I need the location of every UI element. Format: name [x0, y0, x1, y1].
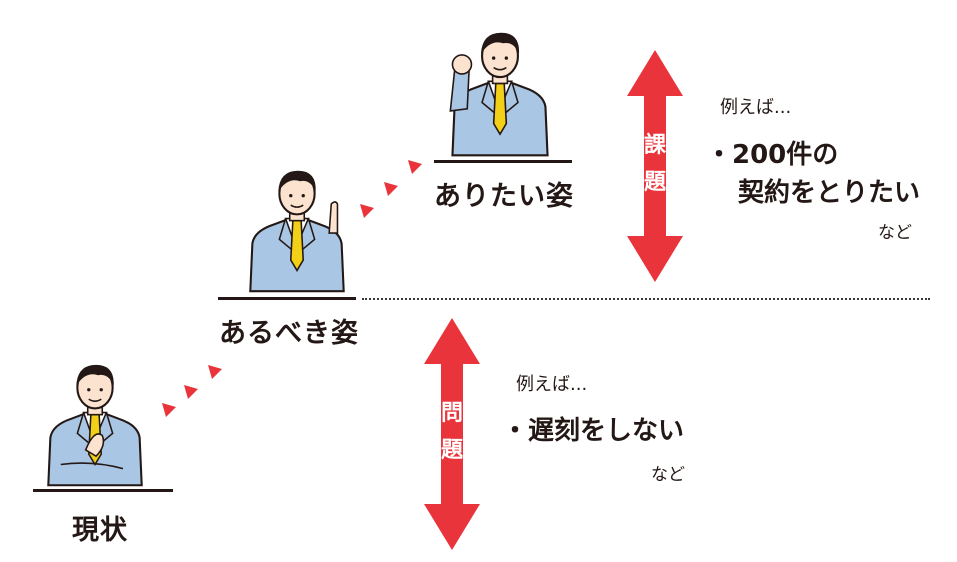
- want-to-be-label: ありたい姿: [434, 181, 574, 212]
- problem-example-heading: 例えば...: [516, 374, 588, 395]
- want-to-be-platform: [434, 160, 572, 163]
- problem-arrow-char-2: 題: [440, 438, 463, 463]
- issue-arrow-char-2: 題: [643, 170, 666, 195]
- issue-example-line-2: 契約をとりたい: [738, 178, 921, 208]
- problem-arrow-char-1: 問: [440, 401, 463, 426]
- issue-example-etc: など: [878, 223, 912, 243]
- issue-double-arrow: [627, 50, 683, 282]
- current-label: 現状: [72, 515, 128, 546]
- issue-example-heading: 例えば...: [720, 97, 792, 118]
- person-current-figure: [47, 363, 143, 487]
- problem-double-arrow: [424, 318, 480, 550]
- divider-dotted-line: [362, 298, 930, 300]
- issue-arrow-char-1: 課: [643, 133, 666, 158]
- should-be-platform: [218, 297, 356, 300]
- issue-example-line-1: ・200件の: [706, 140, 839, 170]
- should-be-label: あるべき姿: [219, 318, 359, 349]
- person-should-be-figure: [249, 169, 345, 293]
- problem-example-etc: など: [651, 465, 685, 485]
- person-want-to-be-figure: [449, 31, 549, 157]
- current-platform: [33, 489, 173, 492]
- step-triangles-upper: [360, 160, 422, 218]
- problem-example-line-1: ・遅刻をしない: [502, 416, 685, 446]
- step-triangles-lower: [162, 365, 222, 417]
